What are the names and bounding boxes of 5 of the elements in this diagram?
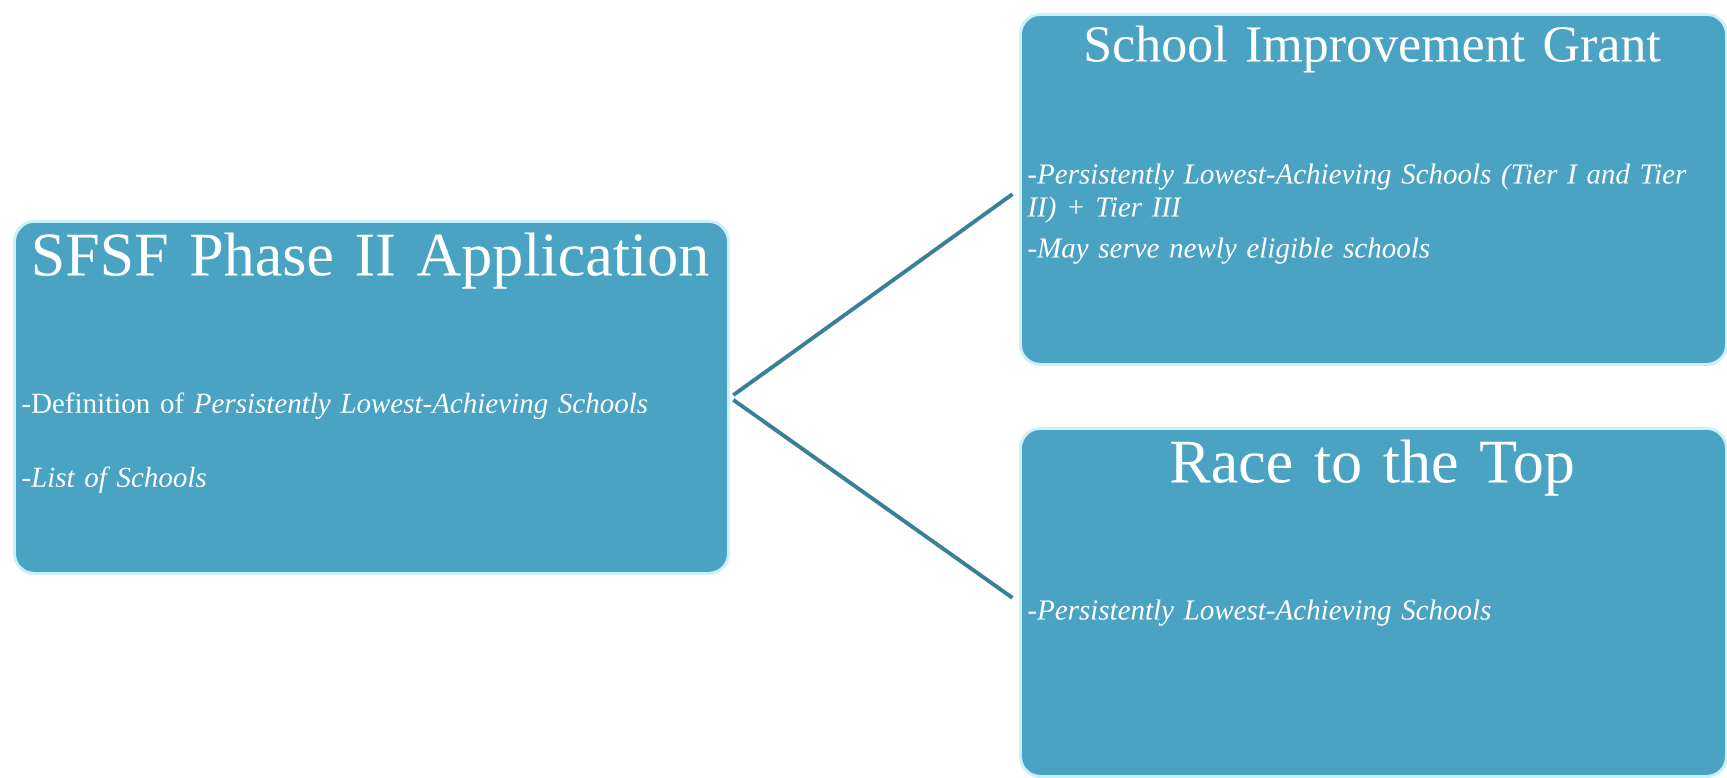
connector-line xyxy=(732,398,1014,600)
text-box: SFSF Phase II Application -Definition of Persistently Lowest-Achieving Schools -List of Schools xyxy=(13,220,730,575)
connector-line xyxy=(732,192,1014,397)
text-box: Race to the Top -Persistently Lowest-Achieving Schools xyxy=(1019,427,1727,778)
text-box: School Improvement Grant -Persistently Lowest-Achieving Schools (Tier I and Tier II) + Tier III -May serve newly eligible schools xyxy=(1019,13,1727,366)
